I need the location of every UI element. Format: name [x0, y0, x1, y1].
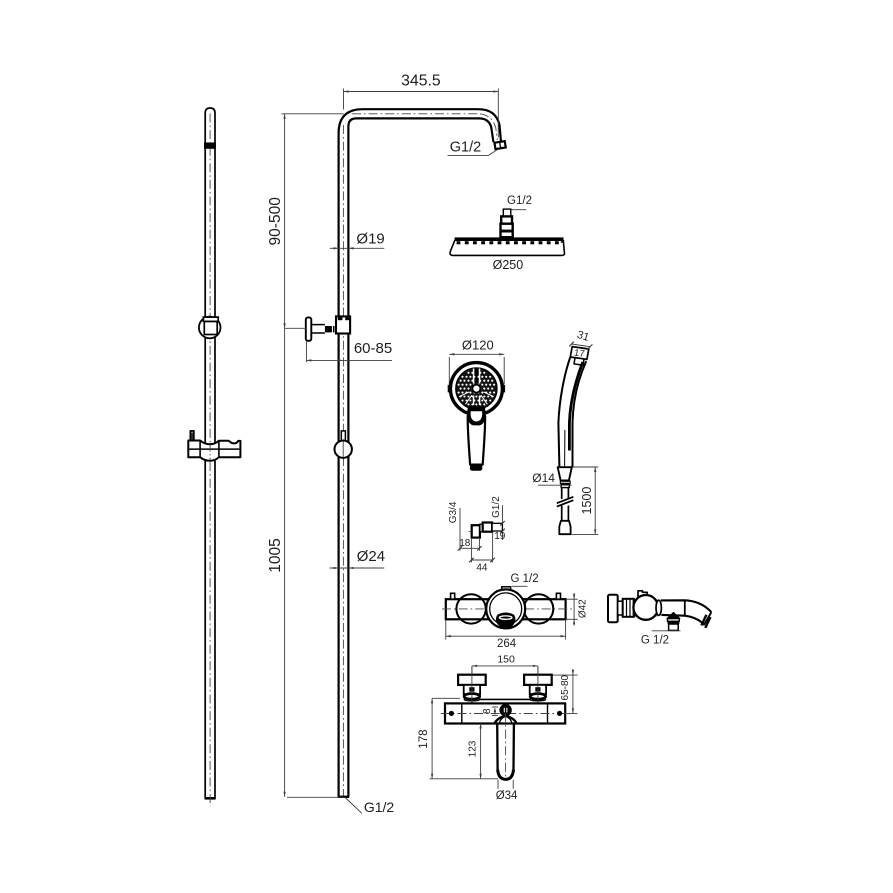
svg-text:Ø34: Ø34	[496, 790, 518, 802]
svg-text:G1/2: G1/2	[491, 496, 502, 518]
svg-text:G 1/2: G 1/2	[641, 634, 669, 646]
svg-text:Ø19: Ø19	[356, 230, 384, 247]
svg-text:Ø14: Ø14	[532, 471, 555, 485]
svg-text:31: 31	[575, 329, 590, 344]
svg-text:19: 19	[494, 531, 506, 542]
svg-text:18: 18	[459, 538, 471, 549]
svg-text:G3/4: G3/4	[448, 501, 459, 523]
svg-text:Ø120: Ø120	[462, 337, 494, 352]
svg-text:90-500: 90-500	[267, 197, 284, 246]
svg-text:345.5: 345.5	[401, 72, 441, 89]
svg-text:8: 8	[482, 708, 493, 714]
svg-text:G 1/2: G 1/2	[511, 573, 539, 585]
svg-text:60-85: 60-85	[354, 340, 392, 357]
svg-text:65-80: 65-80	[560, 674, 571, 700]
svg-text:150: 150	[497, 654, 515, 666]
svg-text:178: 178	[418, 730, 430, 749]
svg-text:G1/2: G1/2	[450, 140, 481, 156]
svg-text:Ø24: Ø24	[357, 548, 385, 565]
svg-text:44: 44	[476, 563, 488, 574]
svg-text:17: 17	[573, 347, 585, 360]
svg-text:1005: 1005	[267, 538, 284, 572]
svg-text:Ø42: Ø42	[578, 599, 589, 618]
svg-text:G1/2: G1/2	[364, 799, 395, 815]
svg-text:264: 264	[497, 638, 517, 650]
svg-text:G1/2: G1/2	[507, 195, 532, 207]
svg-text:123: 123	[468, 740, 479, 757]
svg-text:1500: 1500	[580, 487, 594, 515]
svg-text:Ø250: Ø250	[493, 258, 524, 272]
